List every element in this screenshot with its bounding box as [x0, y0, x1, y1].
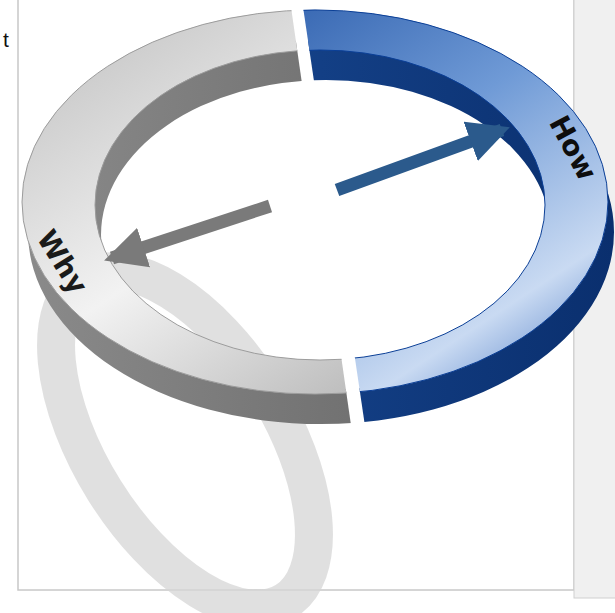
how-arrow [337, 130, 502, 190]
grey-ring-half [22, 10, 608, 394]
blue-ring-half [22, 10, 608, 394]
why-arrow [112, 206, 270, 258]
cut-off-letter: t [3, 28, 9, 52]
